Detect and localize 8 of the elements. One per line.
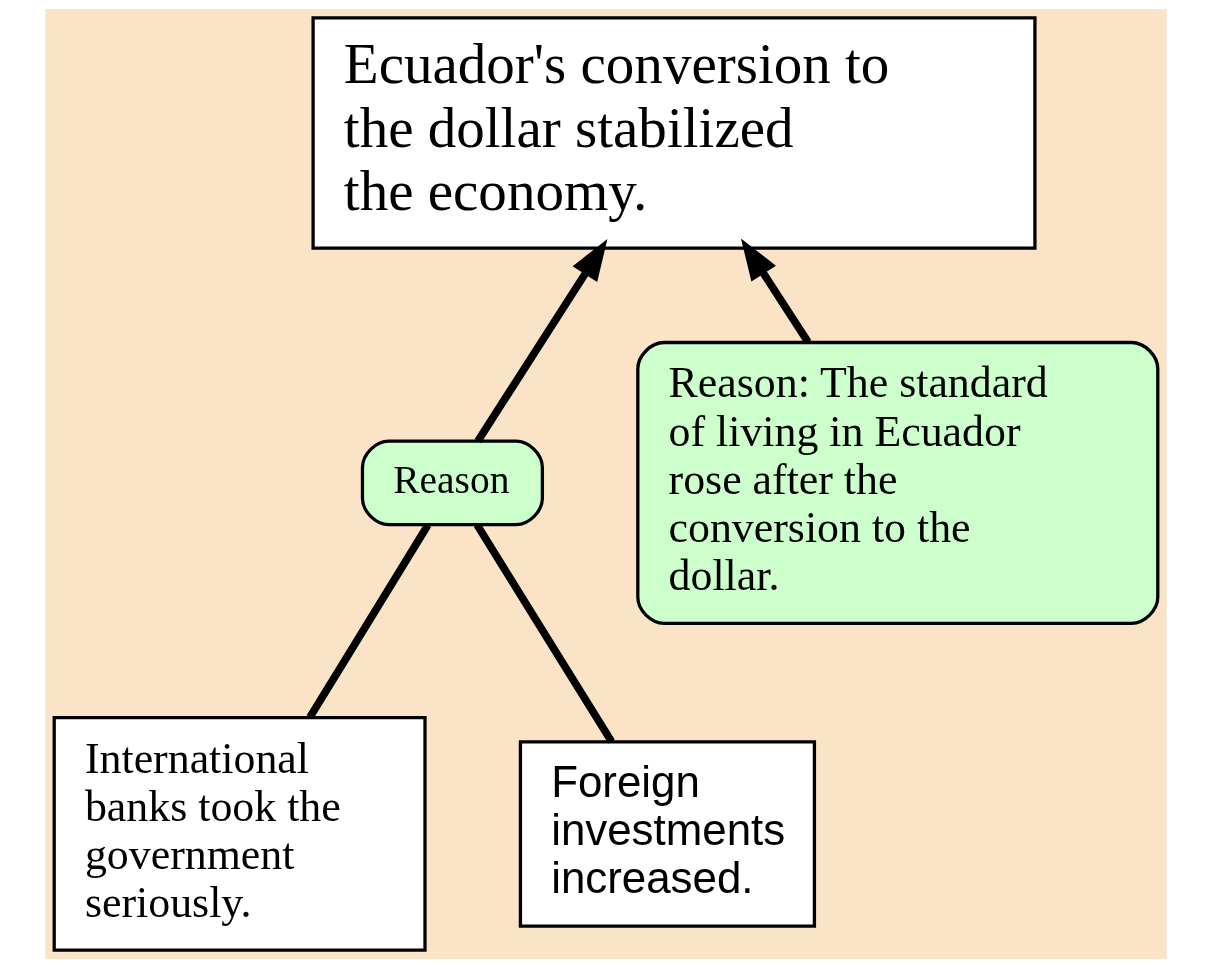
node-box: International banks took the government seriously. xyxy=(52,715,427,952)
node-box: Reason: The standard of living in Ecuador rose after the conversion to the dollar. xyxy=(636,340,1160,625)
arrow xyxy=(474,238,608,443)
arrow xyxy=(740,238,812,344)
node-box: Reason xyxy=(360,439,544,526)
connector xyxy=(473,522,615,744)
node-box: Foreign investments increased. xyxy=(518,739,817,928)
node-box: Ecuador's conversion to the dollar stabilized the economy. xyxy=(311,15,1037,250)
